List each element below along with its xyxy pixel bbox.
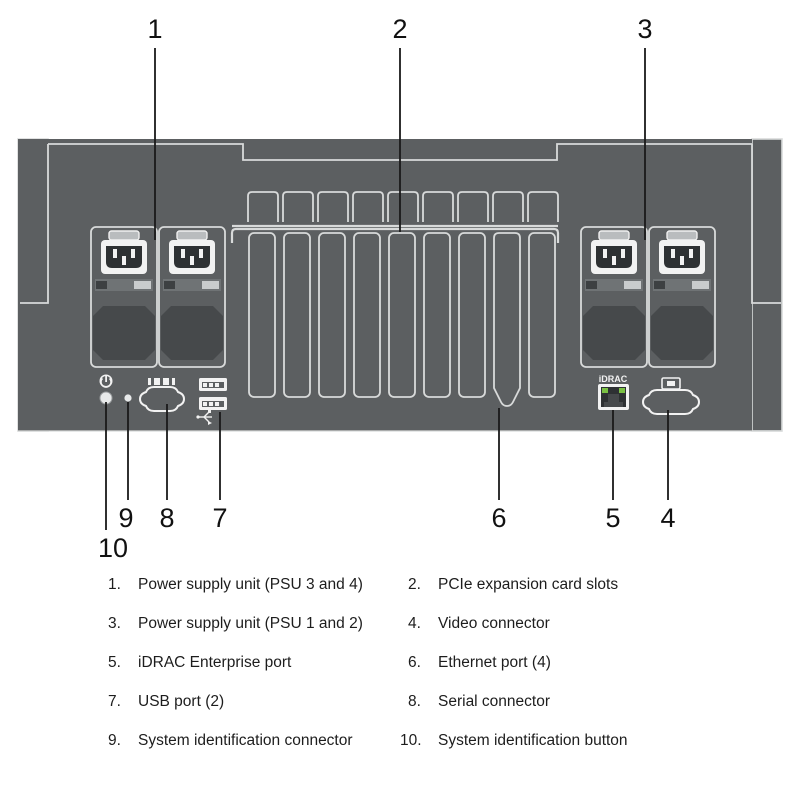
- callout-number-7: 7: [212, 503, 228, 533]
- psu-fan-grille: [93, 306, 155, 360]
- callout-number-3: 3: [637, 14, 653, 44]
- psu-handle: [598, 230, 630, 241]
- serial-connector: [138, 386, 186, 412]
- io-cluster-right: iDRAC: [598, 374, 701, 415]
- legend-item-5: 5. iDRAC Enterprise port: [108, 654, 408, 672]
- legend-item-4: 4. Video connector: [408, 615, 738, 633]
- pcie-slot: [528, 232, 556, 398]
- pcie-slot: [248, 232, 276, 398]
- legend-text: Ethernet port (4): [438, 654, 551, 671]
- pcie-slot: [388, 232, 416, 398]
- pcie-slot: [423, 232, 451, 398]
- callout-number-6: 6: [491, 503, 507, 533]
- chassis-left-trim: [20, 144, 49, 304]
- legend-text: iDRAC Enterprise port: [138, 654, 292, 671]
- system-identification-icon: [99, 374, 113, 388]
- system-identification-connector: [124, 394, 132, 402]
- pcie-slot: [353, 232, 381, 398]
- video-connector: [641, 389, 701, 415]
- callout-number-8: 8: [159, 503, 175, 533]
- callout-number-1: 1: [147, 14, 163, 44]
- legend-number: 7.: [108, 693, 121, 710]
- pcie-expansion-card-slots: [248, 232, 556, 407]
- psu-module-2: [648, 226, 716, 368]
- legend-number: 1.: [108, 576, 121, 593]
- legend-item-6: 6. Ethernet port (4): [408, 654, 738, 672]
- legend-text: Power supply unit (PSU 1 and 2): [138, 615, 363, 632]
- usb-port-upper: [199, 378, 227, 391]
- usb-port-lower: [199, 397, 227, 410]
- legend-item-2: 2. PCIe expansion card slots: [408, 576, 738, 594]
- legend-text: USB port (2): [138, 693, 225, 710]
- legend-item-1: 1. Power supply unit (PSU 3 and 4): [108, 576, 408, 594]
- legend-row: 3. Power supply unit (PSU 1 and 2) 4. Vi…: [0, 615, 800, 653]
- psu-handle: [666, 230, 698, 241]
- callout-number-4: 4: [660, 503, 676, 533]
- legend-text: Serial connector: [438, 693, 551, 710]
- legend-text: System identification button: [438, 732, 628, 749]
- legend-number: 9.: [108, 732, 121, 749]
- idrac-enterprise-port: [598, 384, 629, 410]
- legend-number: 8.: [408, 693, 421, 710]
- legend-text: System identification connector: [138, 732, 353, 749]
- callout-number-10: 10: [97, 533, 129, 563]
- psu-module-3: [90, 226, 158, 368]
- legend-item-7: 7. USB port (2): [108, 693, 408, 711]
- psu-group-left: [90, 226, 226, 368]
- legend-number: 5.: [108, 654, 121, 671]
- legend-row: 7. USB port (2) 8. Serial connector: [0, 693, 800, 731]
- legend-text: Power supply unit (PSU 3 and 4): [138, 576, 363, 593]
- legend-number: 6.: [408, 654, 421, 671]
- serial-connector-icon: [148, 378, 175, 385]
- psu-module-4: [158, 226, 226, 368]
- psu-group-right: [580, 226, 716, 368]
- callout-leader-lines: [105, 48, 669, 530]
- legend-item-10: 10. System identification button: [400, 732, 730, 750]
- legend-text: PCIe expansion card slots: [438, 576, 619, 593]
- io-cluster-left: [99, 374, 227, 425]
- psu-fan-grille: [161, 306, 223, 360]
- chassis-right-trim: [751, 144, 781, 304]
- legend-number: 2.: [408, 576, 421, 593]
- legend-item-9: 9. System identification connector: [108, 732, 408, 750]
- legend-row: 9. System identification connector 10. S…: [0, 732, 800, 770]
- legend-row: 5. iDRAC Enterprise port 6. Ethernet por…: [0, 654, 800, 692]
- pcie-bracket-rail: [230, 224, 560, 243]
- legend-item-8: 8. Serial connector: [408, 693, 738, 711]
- usb-trident-icon: [196, 410, 212, 425]
- legend-number: 3.: [108, 615, 121, 632]
- callout-number-9: 9: [118, 503, 134, 533]
- pcie-slot: [283, 232, 311, 398]
- legend: 1. Power supply unit (PSU 3 and 4) 2. PC…: [0, 566, 800, 766]
- psu-fan-grille: [583, 306, 645, 360]
- legend-text: Video connector: [438, 615, 550, 632]
- vent-slots: [247, 191, 559, 222]
- pcie-slot: [458, 232, 486, 398]
- callout-number-5: 5: [605, 503, 621, 533]
- right-rack-ear: [751, 138, 783, 432]
- callout-number-2: 2: [392, 14, 408, 44]
- legend-row: 1. Power supply unit (PSU 3 and 4) 2. PC…: [0, 576, 800, 614]
- psu-handle: [108, 230, 140, 241]
- legend-number: 10.: [400, 732, 422, 749]
- psu-fan-grille: [651, 306, 713, 360]
- legend-number: 4.: [408, 615, 421, 632]
- idrac-port-label: iDRAC: [599, 374, 628, 384]
- psu-module-1: [580, 226, 648, 368]
- psu-handle: [176, 230, 208, 241]
- pcie-slot-ethernet: [493, 232, 521, 407]
- legend-item-3: 3. Power supply unit (PSU 1 and 2): [108, 615, 408, 633]
- pcie-slot: [318, 232, 346, 398]
